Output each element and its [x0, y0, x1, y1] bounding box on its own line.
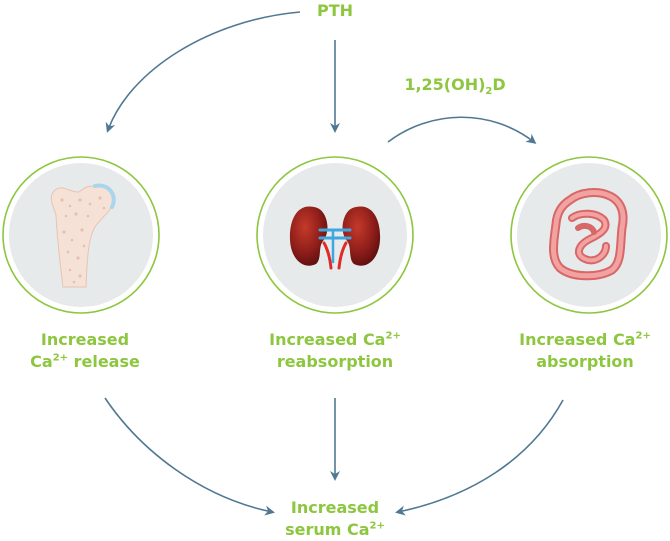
serum-calcium-line1: Increased: [290, 498, 380, 517]
arrow-pth-to-bone: [105, 11, 301, 133]
calcium-absorption-charge: 2+: [635, 330, 651, 342]
calcium-absorption-label: Increased Ca2+ absorption: [495, 329, 670, 373]
calcium-release-word: release: [68, 352, 140, 371]
arrow-bone-to-serum: [104, 397, 275, 516]
kidneys-icon: [289, 206, 381, 270]
calcium-release-charge: 2+: [52, 352, 69, 364]
arrow-kidney-to-intestine: [387, 116, 537, 144]
vitamin-d-prefix: 1,25(OH): [404, 75, 486, 94]
serum-calcium-label: Increased serum Ca2+: [245, 497, 425, 541]
calcium-absorption-line2: absorption: [536, 352, 634, 371]
intestine-icon: [549, 188, 628, 281]
intestine-circle: [510, 156, 668, 314]
calcium-release-line1: Increased: [40, 330, 130, 349]
vitamin-d-subscript: 2: [485, 86, 493, 98]
calcium-release-label: Increased Ca2+ release: [10, 329, 160, 373]
pth-text: PTH: [316, 1, 354, 20]
kidney-circle: [256, 156, 414, 314]
calcium-reabsorption-prefix: Increased Ca: [269, 330, 386, 349]
calcium-reabsorption-line1: Increased Ca2+: [245, 329, 425, 351]
arrow-intestine-to-serum: [395, 399, 564, 516]
bone-icon: [50, 183, 116, 288]
serum-calcium-charge: 2+: [369, 520, 385, 532]
serum-calcium-line2: serum Ca2+: [245, 519, 425, 541]
pth-label: PTH: [285, 0, 385, 22]
calcium-absorption-prefix: Increased Ca: [519, 330, 636, 349]
calcium-release-ca: Ca: [30, 352, 53, 371]
vitamin-d-suffix: D: [492, 75, 506, 94]
serum-calcium-prefix: serum Ca: [285, 520, 370, 539]
calcium-reabsorption-charge: 2+: [385, 330, 401, 342]
calcium-release-line2: Ca2+ release: [10, 351, 160, 373]
calcium-reabsorption-line2: reabsorption: [276, 352, 394, 371]
calcium-reabsorption-label: Increased Ca2+ reabsorption: [245, 329, 425, 373]
calcium-absorption-line1: Increased Ca2+: [495, 329, 670, 351]
vitamin-d-label: 1,25(OH)2D: [380, 74, 530, 98]
